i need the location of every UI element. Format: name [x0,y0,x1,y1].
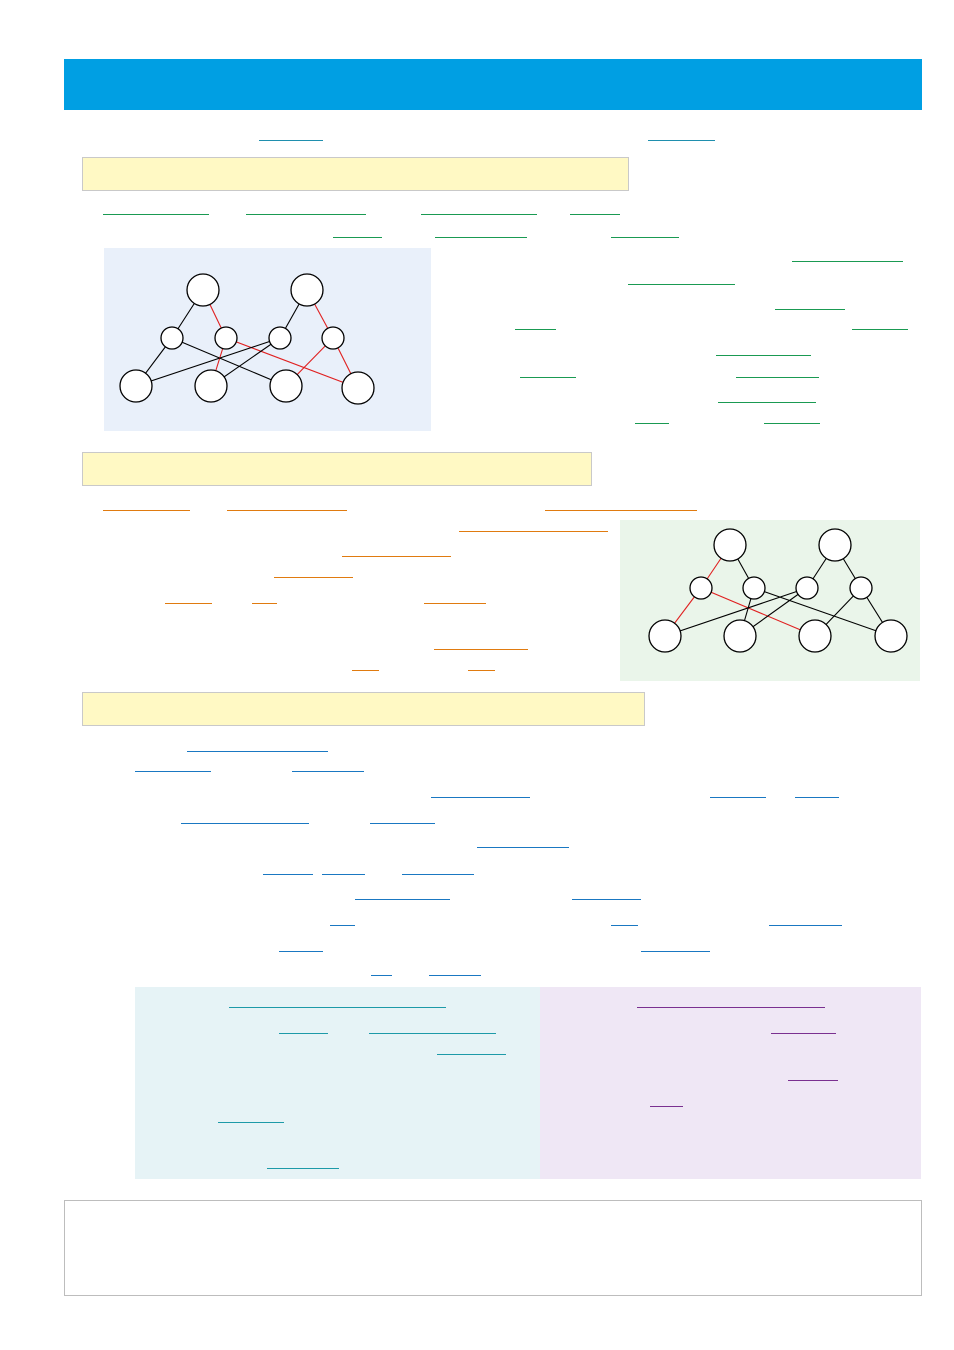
answer-blank[interactable] [852,329,908,330]
answer-blank[interactable] [477,847,569,848]
answer-blank[interactable] [764,423,820,424]
answer-blank[interactable] [459,531,608,532]
answer-blank[interactable] [718,402,816,403]
graph-node [874,619,908,653]
graph-node [723,619,757,653]
answer-blank[interactable] [795,797,839,798]
answer-blank[interactable] [716,355,811,356]
graph-node [269,369,303,403]
answer-blank[interactable] [437,1054,506,1055]
section-heading-3 [82,692,645,726]
graph-node [818,528,852,562]
answer-blank[interactable] [292,771,364,772]
answer-blank[interactable] [570,214,620,215]
answer-blank[interactable] [322,874,365,875]
graph-node [119,369,153,403]
answer-blank[interactable] [259,140,323,141]
graph-figure-1 [104,248,431,431]
answer-blank[interactable] [628,284,735,285]
answer-blank[interactable] [330,925,355,926]
graph-node [689,576,713,600]
answer-blank[interactable] [369,1033,496,1034]
answer-blank[interactable] [371,975,392,976]
footer-box [64,1200,922,1296]
graph-node [268,326,292,350]
answer-blank[interactable] [370,823,435,824]
left-panel [135,987,540,1179]
graph-diagram-1 [119,273,375,405]
answer-blank[interactable] [333,237,382,238]
answer-blank[interactable] [227,510,347,511]
answer-blank[interactable] [181,823,309,824]
graph-node [214,326,238,350]
answer-blank[interactable] [279,1033,328,1034]
answer-blank[interactable] [103,214,209,215]
answer-blank[interactable] [771,1033,836,1034]
answer-blank[interactable] [402,874,474,875]
answer-blank[interactable] [572,899,641,900]
graph-node [290,273,324,307]
section-heading-1 [82,157,629,191]
answer-blank[interactable] [135,771,211,772]
graph-node [321,326,345,350]
graph-node [795,576,819,600]
answer-blank[interactable] [736,377,819,378]
answer-blank[interactable] [611,925,638,926]
graph-node [194,369,228,403]
answer-blank[interactable] [429,975,481,976]
graph-node [713,528,747,562]
answer-blank[interactable] [788,1080,838,1081]
graph-node [648,619,682,653]
graph-node [849,576,873,600]
answer-blank[interactable] [769,925,842,926]
answer-blank[interactable] [103,510,190,511]
answer-blank[interactable] [434,649,528,650]
answer-blank[interactable] [274,577,353,578]
answer-blank[interactable] [468,670,495,671]
answer-blank[interactable] [635,423,669,424]
graph-node [341,371,375,405]
answer-blank[interactable] [775,309,845,310]
graph-node [186,273,220,307]
answer-blank[interactable] [421,214,537,215]
answer-blank[interactable] [424,603,486,604]
header-bar [64,59,922,110]
answer-blank[interactable] [263,874,313,875]
graph-node [798,619,832,653]
answer-blank[interactable] [355,899,450,900]
answer-blank[interactable] [648,140,715,141]
answer-blank[interactable] [435,237,527,238]
answer-blank[interactable] [792,261,903,262]
right-panel [540,987,921,1179]
answer-blank[interactable] [641,951,710,952]
answer-blank[interactable] [545,510,697,511]
graph-diagram-2 [648,528,908,653]
answer-blank[interactable] [342,556,451,557]
answer-blank[interactable] [218,1122,284,1123]
graph-node [742,576,766,600]
answer-blank[interactable] [515,329,556,330]
answer-blank[interactable] [246,214,366,215]
answer-blank[interactable] [611,237,679,238]
answer-blank[interactable] [165,603,212,604]
answer-blank[interactable] [229,1007,446,1008]
section-heading-2 [82,452,592,486]
answer-blank[interactable] [352,670,379,671]
answer-blank[interactable] [431,797,530,798]
answer-blank[interactable] [252,603,277,604]
answer-blank[interactable] [710,797,766,798]
answer-blank[interactable] [650,1106,683,1107]
answer-blank[interactable] [520,377,576,378]
answer-blank[interactable] [187,751,328,752]
answer-blank[interactable] [637,1007,825,1008]
answer-blank[interactable] [279,951,323,952]
graph-figure-2 [620,520,920,681]
answer-blank[interactable] [267,1168,339,1169]
graph-node [160,326,184,350]
